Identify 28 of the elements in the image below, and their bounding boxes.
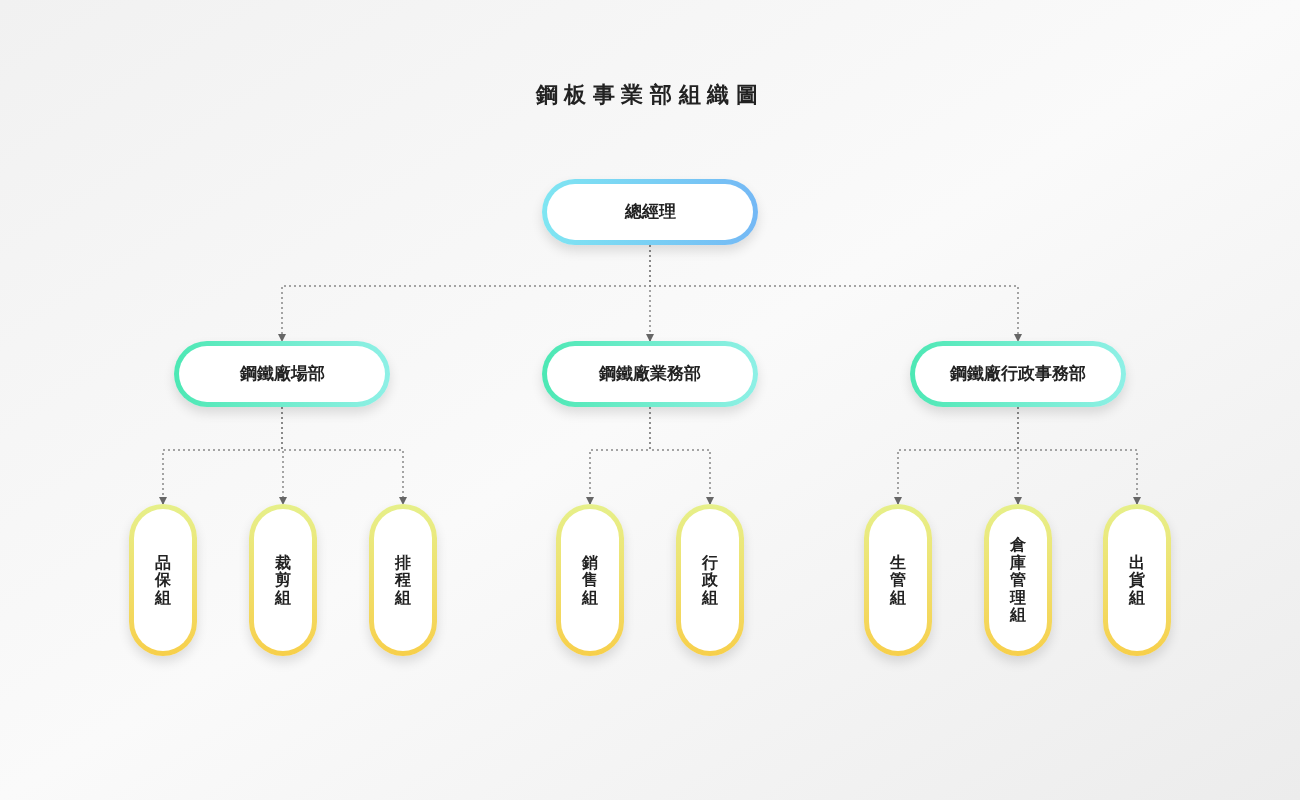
arrow <box>649 244 1022 342</box>
node-label: 行政組 <box>702 553 718 607</box>
department-pill <box>174 341 390 407</box>
node-label: 鋼鐵廠行政事務部 <box>950 362 1086 386</box>
node-label: 銷售組 <box>582 553 598 607</box>
node-label: 鋼鐵廠業務部 <box>599 362 701 386</box>
node-label: 倉庫管理組 <box>1010 536 1026 624</box>
unit-pill <box>369 504 437 656</box>
node-label: 品保組 <box>155 553 171 607</box>
unit-pill <box>1103 504 1171 656</box>
department-pill <box>542 179 758 245</box>
arrow <box>281 406 407 505</box>
arrow <box>649 406 714 505</box>
unit-pill <box>676 504 744 656</box>
department-pill <box>542 341 758 407</box>
department-pill <box>910 341 1126 407</box>
unit-pill <box>556 504 624 656</box>
node-label: 出貨組 <box>1129 553 1145 607</box>
node-label: 總經理 <box>624 200 676 224</box>
chart-title: 鋼板事業部組織圖 <box>535 81 765 109</box>
unit-pill <box>864 504 932 656</box>
unit-pill <box>249 504 317 656</box>
node-label: 生管組 <box>890 553 906 607</box>
node-label: 鋼鐵廠場部 <box>239 362 325 386</box>
node-label: 排程組 <box>395 553 411 607</box>
unit-pill <box>129 504 197 656</box>
node-label: 裁剪組 <box>275 553 291 607</box>
unit-pill <box>984 504 1052 656</box>
